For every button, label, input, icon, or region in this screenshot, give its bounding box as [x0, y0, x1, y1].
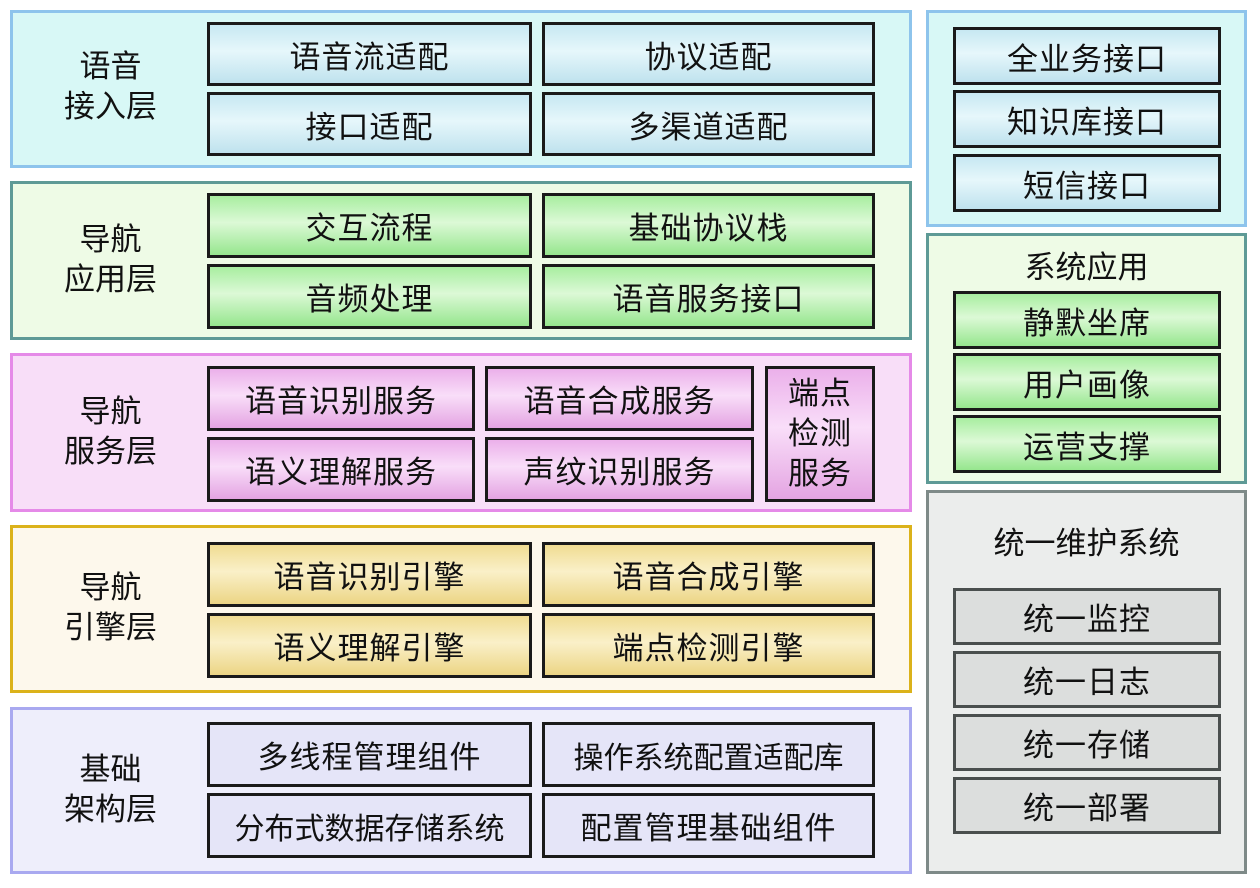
application-box: 用户画像: [953, 353, 1221, 411]
component-box: 语音识别引擎: [207, 542, 532, 607]
component-box: 声纹识别服务: [485, 437, 754, 502]
application-box: 静默坐席: [953, 291, 1221, 349]
component-box: 操作系统配置适配库: [542, 722, 875, 787]
layer-label: 基础 架构层: [13, 750, 208, 830]
component-box: 语义理解引擎: [207, 613, 532, 678]
component-box: 多线程管理组件: [207, 722, 532, 787]
panel-unified-maintenance: 统一维护系统 统一监控 统一日志 统一存储 统一部署: [926, 490, 1247, 874]
panel-system-applications: 系统应用 静默坐席 用户画像 运营支撑: [926, 233, 1247, 484]
box-text-line: 端点: [788, 376, 852, 412]
layer-label-line1: 基础: [79, 752, 142, 788]
interface-box: 全业务接口: [953, 27, 1221, 85]
layer-voice-access: 语音 接入层 语音流适配 协议适配 接口适配 多渠道适配: [10, 10, 912, 168]
layer-navigation-service: 导航 服务层 语音识别服务 语音合成服务 语义理解服务 声纹识别服务 端点 检测…: [10, 353, 912, 512]
component-box: 协议适配: [542, 22, 875, 86]
interface-box: 短信接口: [953, 154, 1221, 212]
component-box: 分布式数据存储系统: [207, 793, 532, 858]
component-box: 端点检测引擎: [542, 613, 875, 678]
panel-title: 统一维护系统: [993, 526, 1180, 562]
layer-label: 导航 服务层: [13, 392, 208, 472]
component-box: 多渠道适配: [542, 92, 875, 156]
panel-title: 系统应用: [1024, 250, 1149, 286]
layer-label-line2: 引擎层: [64, 610, 157, 646]
endpoint-detection-service-box: 端点 检测 服务: [765, 366, 875, 502]
component-box: 基础协议栈: [542, 193, 875, 258]
component-box: 交互流程: [207, 193, 532, 258]
component-box: 语音合成服务: [485, 366, 754, 431]
layer-infrastructure: 基础 架构层 多线程管理组件 操作系统配置适配库 分布式数据存储系统 配置管理基…: [10, 707, 912, 874]
layer-label-line2: 应用层: [64, 262, 157, 298]
box-text-line: 检测: [788, 416, 852, 452]
layer-label: 导航 应用层: [13, 220, 208, 300]
layer-label-line1: 导航: [79, 222, 142, 258]
component-box: 语音合成引擎: [542, 542, 875, 607]
layer-navigation-application: 导航 应用层 交互流程 基础协议栈 音频处理 语音服务接口: [10, 181, 912, 340]
box-text-line: 服务: [788, 456, 852, 492]
layer-label-line1: 语音: [79, 49, 142, 85]
component-box: 语音服务接口: [542, 264, 875, 329]
maintenance-box: 统一存储: [953, 714, 1221, 771]
maintenance-box: 统一部署: [953, 777, 1221, 834]
component-box: 接口适配: [207, 92, 532, 156]
layer-label-line1: 导航: [79, 570, 142, 606]
layer-label-line2: 服务层: [64, 434, 157, 470]
panel-interfaces: 全业务接口 知识库接口 短信接口: [926, 10, 1247, 227]
interface-box: 知识库接口: [953, 90, 1221, 148]
maintenance-box: 统一监控: [953, 588, 1221, 645]
component-box: 配置管理基础组件: [542, 793, 875, 858]
layer-label: 导航 引擎层: [13, 568, 208, 648]
layer-label-line1: 导航: [79, 394, 142, 430]
layer-label-line2: 接入层: [64, 89, 157, 125]
component-box: 语义理解服务: [207, 437, 475, 502]
layer-label: 语音 接入层: [13, 47, 208, 127]
maintenance-box: 统一日志: [953, 651, 1221, 708]
layer-label-line2: 架构层: [64, 792, 157, 828]
layer-navigation-engine: 导航 引擎层 语音识别引擎 语音合成引擎 语义理解引擎 端点检测引擎: [10, 525, 912, 693]
component-box: 语音流适配: [207, 22, 532, 86]
component-box: 语音识别服务: [207, 366, 475, 431]
application-box: 运营支撑: [953, 415, 1221, 473]
component-box: 音频处理: [207, 264, 532, 329]
